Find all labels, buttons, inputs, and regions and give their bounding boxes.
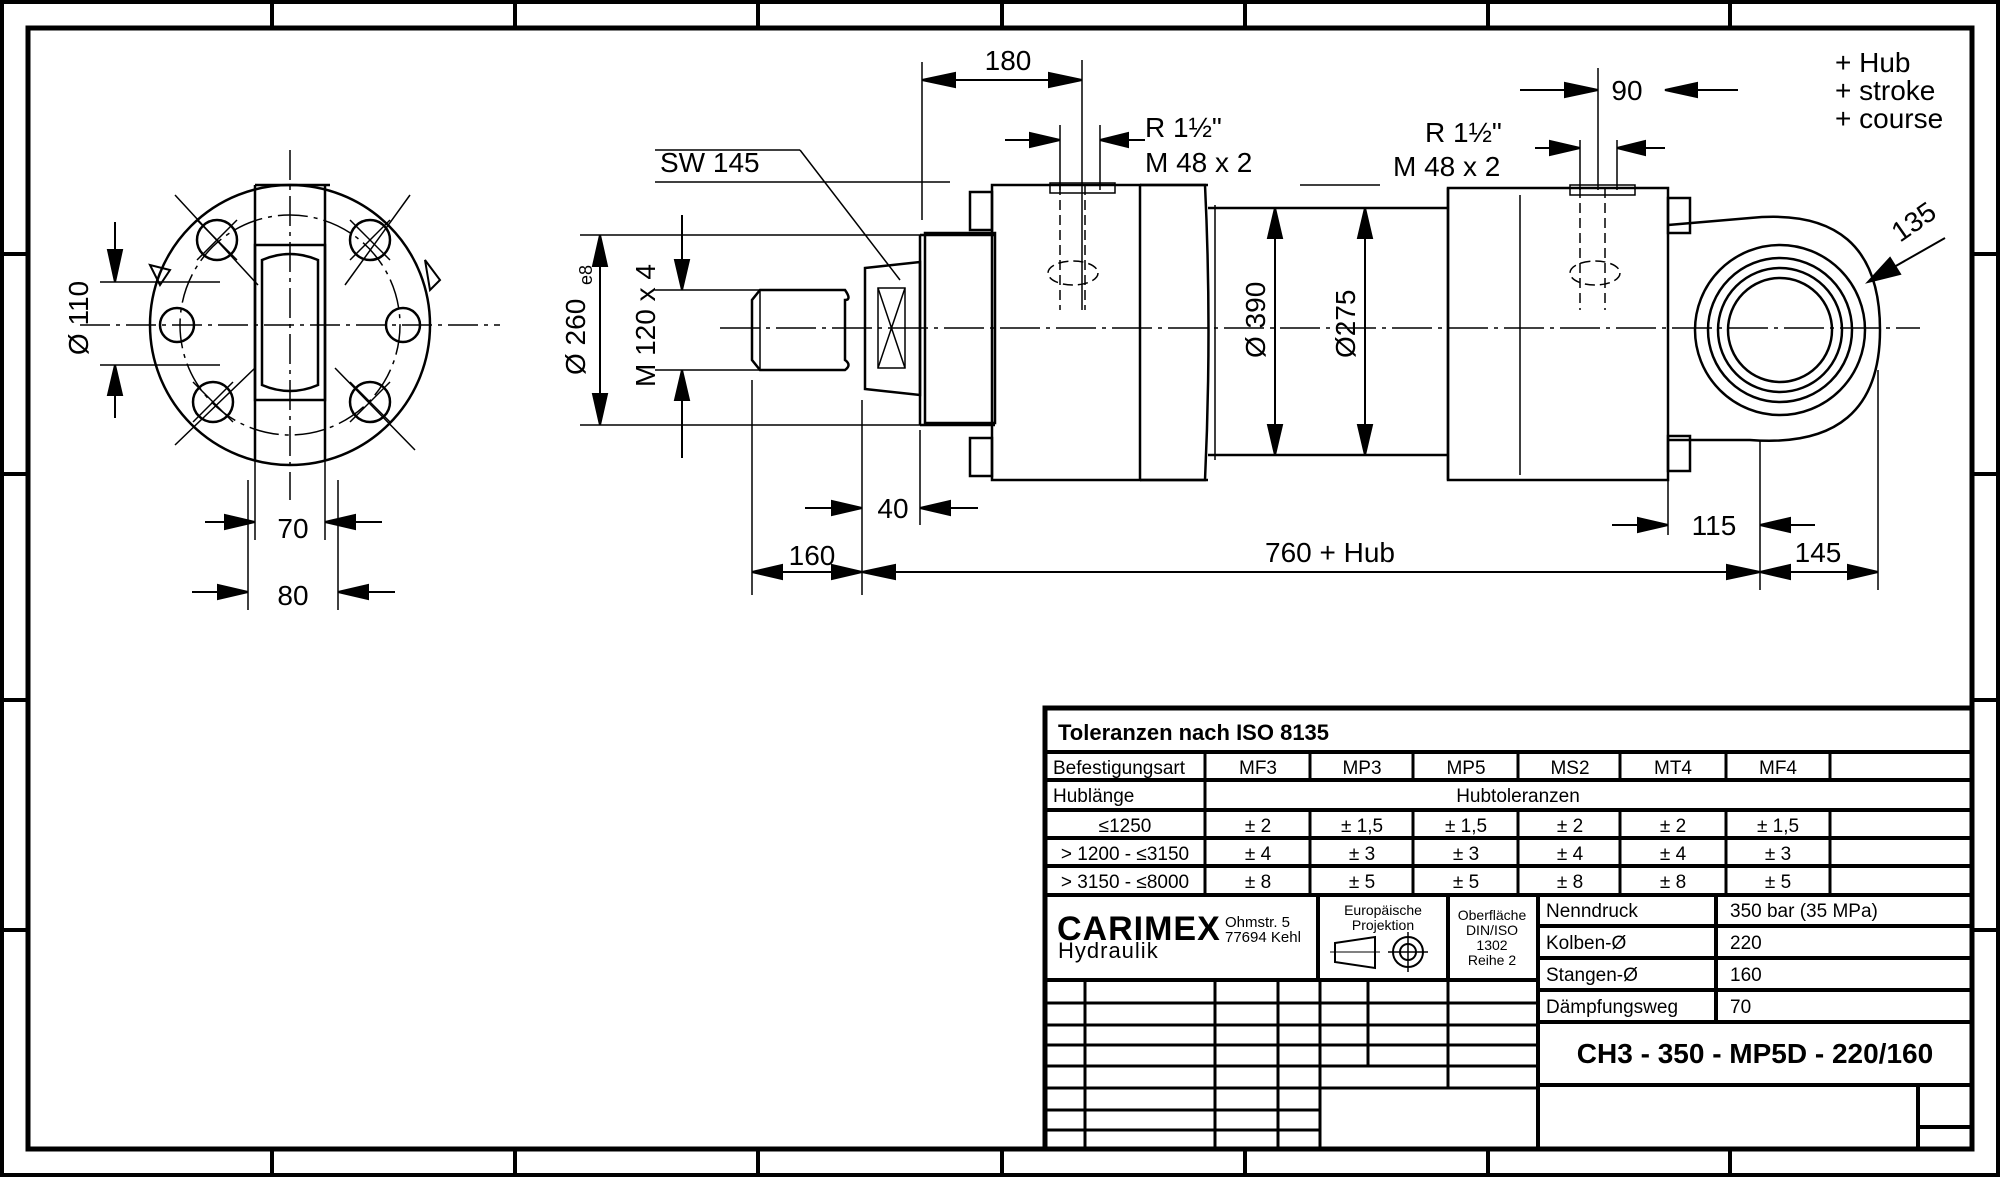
spec-label: Nenndruck (1546, 901, 1638, 922)
spec-value: 160 (1730, 965, 1762, 986)
company-logo: CARIMEX (1057, 910, 1221, 948)
tolerance-cell: ± 4 (1245, 844, 1272, 865)
dim-40-text: 40 (877, 493, 908, 524)
dim-80-text: 80 (277, 580, 308, 611)
dim-115-text: 115 (1692, 510, 1737, 541)
stroke-note-course: + course (1835, 103, 1943, 134)
surface-spec-line4: Reihe 2 (1468, 952, 1516, 968)
mount-header-row: MF3 MP3 MP5 MS2 MT4 MF4 (1239, 758, 1797, 779)
tolerance-cell: ± 2 (1245, 816, 1271, 837)
mount-type-label: Befestigungsart (1053, 758, 1186, 779)
company-address-line1: Ohmstr. 5 (1225, 914, 1290, 931)
bolt-hole (384, 306, 422, 344)
stroke-length-label: Hublänge (1053, 786, 1134, 807)
mount-header: MP3 (1342, 758, 1381, 779)
wrench-size-text: SW 145 (660, 147, 760, 178)
title-block-grid (1042, 705, 1975, 1152)
dim-bore-text: Ø 110 (63, 281, 94, 355)
dim-275-text: Ø275 (1330, 290, 1361, 359)
rod-thread (750, 288, 850, 372)
tolerance-cell: ± 8 (1245, 872, 1271, 893)
mount-header: MS2 (1550, 758, 1589, 779)
surface-spec-line2: DIN/ISO (1466, 922, 1518, 938)
projection-line1: Europäische (1344, 902, 1422, 918)
tolerance-cell: ± 1,5 (1341, 816, 1383, 837)
port-right-metric-text: M 48 x 2 (1393, 151, 1500, 182)
tolerance-cell: ± 3 (1349, 844, 1375, 865)
company-subtitle: Hydraulik (1058, 938, 1159, 963)
company-address-line2: 77694 Kehl (1225, 929, 1301, 946)
mount-header: MF4 (1759, 758, 1797, 779)
tolerance-cell: ± 8 (1660, 872, 1686, 893)
dim-160-text: 160 (789, 540, 836, 571)
side-view (580, 60, 1920, 595)
stroke-note-hub: + Hub (1835, 47, 1911, 78)
spec-label: Kolben-Ø (1546, 933, 1626, 954)
spec-label: Dämpfungsweg (1546, 997, 1678, 1018)
front-view-dimension-arrows (106, 222, 395, 601)
stroke-note-stroke: + stroke (1835, 75, 1935, 106)
tolerance-cell: ± 3 (1453, 844, 1479, 865)
port-right-thread-text: R 1½" (1425, 117, 1502, 148)
tolerance-cell: ± 4 (1557, 844, 1584, 865)
dim-180-text: 180 (985, 45, 1032, 76)
bolt-hole (195, 218, 239, 262)
spec-label: Stangen-Ø (1546, 965, 1638, 986)
spec-value: 350 bar (35 MPa) (1730, 901, 1878, 922)
dim-145-text: 145 (1795, 537, 1842, 568)
bolt-hole (191, 380, 235, 424)
dim-390-text: Ø 390 (1240, 282, 1271, 358)
spec-value: 70 (1730, 997, 1751, 1018)
dim-260-tolerance-text: e8 (576, 265, 596, 285)
dim-70-text: 70 (277, 513, 308, 544)
projection-symbol-icon (1330, 932, 1428, 972)
stroke-tolerance-label: Hubtoleranzen (1456, 786, 1580, 807)
dim-760-text: 760 + Hub (1265, 537, 1395, 568)
cylinder-cap (1446, 186, 1670, 482)
tolerance-cell: ± 4 (1660, 844, 1687, 865)
bolt-hole (348, 380, 392, 424)
tolerance-cell: ± 5 (1349, 872, 1375, 893)
side-view-dimension-arrows (591, 71, 1946, 581)
gland (923, 231, 997, 425)
stroke-range-cell: > 1200 - ≤3150 (1061, 844, 1189, 865)
bolt-hole (158, 306, 196, 344)
mount-header: MP5 (1446, 758, 1485, 779)
front-view (80, 150, 500, 610)
cylinder-head (990, 183, 1142, 482)
tolerance-table-title: Toleranzen nach ISO 8135 (1058, 720, 1329, 745)
tolerance-cell: ± 1,5 (1757, 816, 1799, 837)
stroke-range-cell: > 3150 - ≤8000 (1061, 872, 1189, 893)
tolerance-cell: ± 5 (1765, 872, 1791, 893)
bolt-hole (348, 218, 392, 262)
stroke-range-cell: ≤1250 (1099, 816, 1152, 837)
part-designation: CH3 - 350 - MP5D - 220/160 (1577, 1038, 1933, 1069)
spec-value: 220 (1730, 933, 1762, 954)
dim-260-text: Ø 260 (560, 299, 591, 375)
mount-header: MF3 (1239, 758, 1277, 779)
tolerance-rows: ≤1250 ± 2 ± 1,5 ± 1,5 ± 2 ± 2 ± 1,5 > 12… (1061, 816, 1799, 893)
tolerance-cell: ± 5 (1453, 872, 1479, 893)
dim-90-text: 90 (1611, 75, 1642, 106)
mount-header: MT4 (1654, 758, 1692, 779)
dim-rod-thread-text: M 120 x 4 (630, 264, 661, 387)
tolerance-cell: ± 3 (1765, 844, 1791, 865)
tolerance-cell: ± 8 (1557, 872, 1583, 893)
surface-spec-line1: Oberfläche (1458, 907, 1527, 923)
dim-135-text: 135 (1886, 196, 1942, 248)
projection-line2: Projektion (1352, 917, 1414, 933)
surface-spec-line3: 1302 (1476, 937, 1507, 953)
tolerance-cell: ± 1,5 (1445, 816, 1487, 837)
tolerance-cell: ± 2 (1557, 816, 1583, 837)
port-left-thread-text: R 1½" (1145, 112, 1222, 143)
tolerance-cell: ± 2 (1660, 816, 1686, 837)
clevis-eye (1667, 215, 1882, 443)
port-left-metric-text: M 48 x 2 (1145, 147, 1252, 178)
